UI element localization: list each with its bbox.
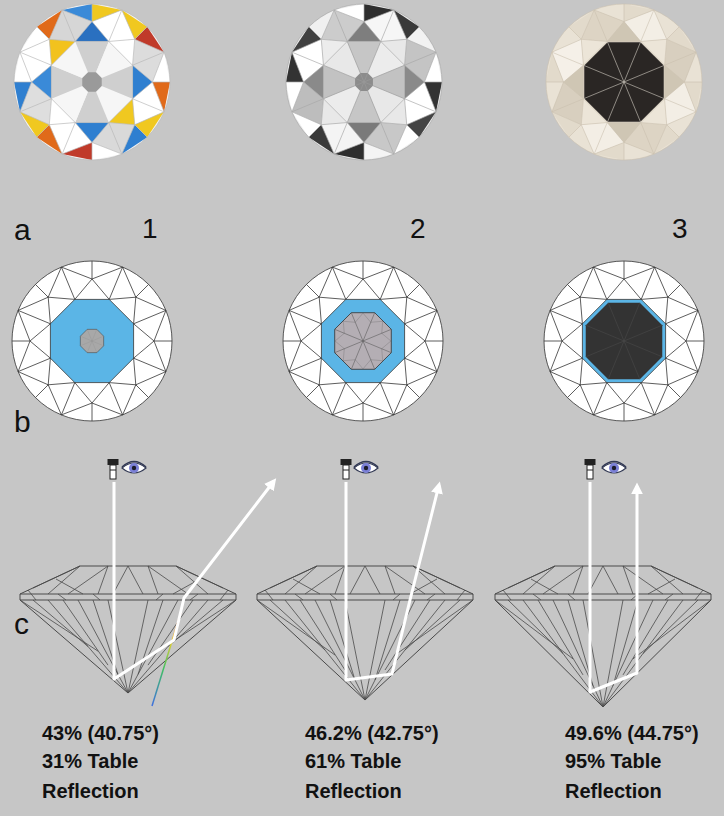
column-number: 2 bbox=[410, 212, 426, 246]
eye-icon bbox=[122, 462, 626, 474]
column-number: 1 bbox=[142, 212, 158, 246]
row-letter: b bbox=[14, 404, 31, 440]
facet-diagram bbox=[283, 261, 443, 421]
column-number: 3 bbox=[672, 212, 688, 246]
angle-value: 43% (40.75°) bbox=[42, 718, 159, 748]
row-letter: a bbox=[14, 212, 31, 248]
angle-value: 49.6% (44.75°) bbox=[565, 718, 699, 748]
diamond-photo bbox=[286, 4, 442, 160]
diamond-photo bbox=[546, 4, 702, 160]
reflection-value: 61% Table Reflection bbox=[305, 746, 430, 806]
light-ray bbox=[114, 481, 637, 706]
reflection-value: 31% Table Reflection bbox=[42, 746, 167, 806]
facet-diagram bbox=[12, 261, 172, 421]
flashlight-icon bbox=[108, 459, 596, 479]
reflection-value: 95% Table Reflection bbox=[565, 746, 690, 806]
row-letter: c bbox=[14, 606, 29, 642]
angle-value: 46.2% (42.75°) bbox=[305, 718, 439, 748]
facet-diagram bbox=[544, 261, 704, 421]
diamond-photo bbox=[14, 4, 170, 160]
